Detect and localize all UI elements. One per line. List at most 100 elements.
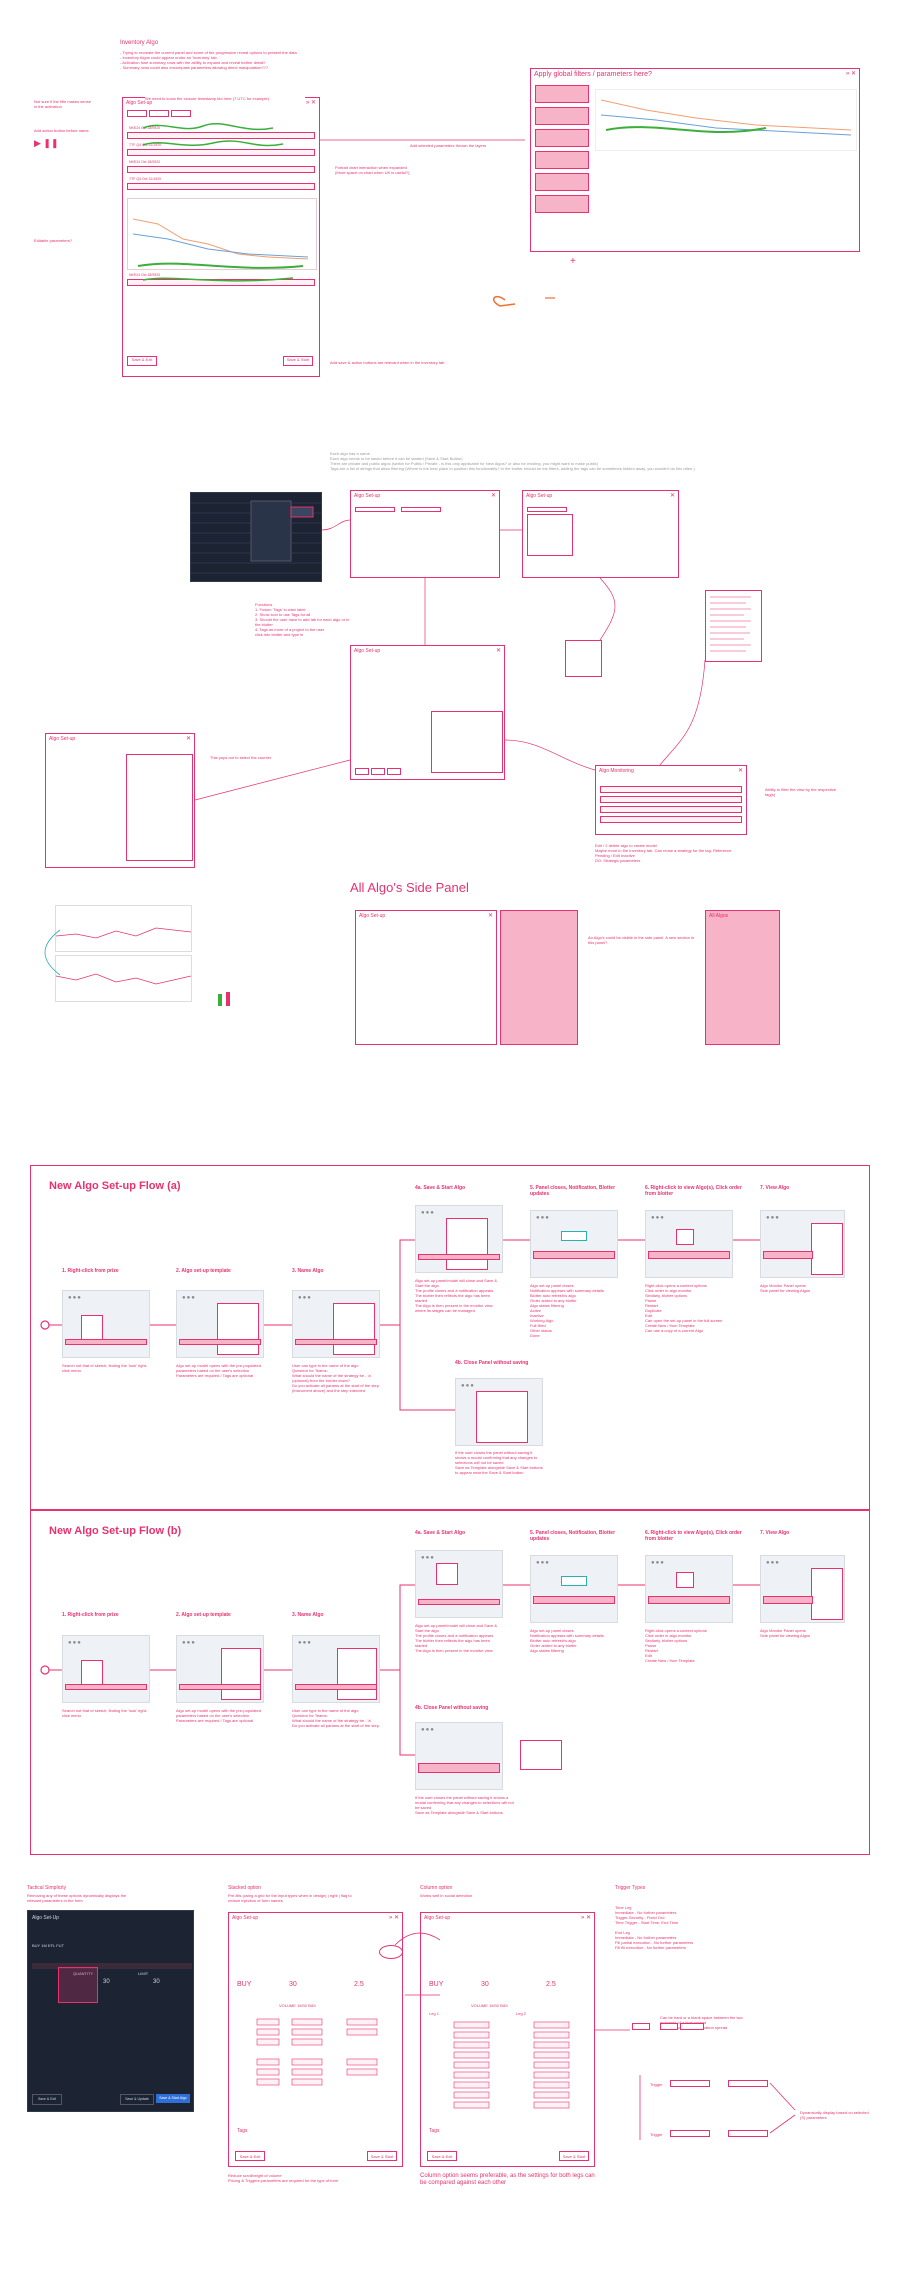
trigger-select-2[interactable]: [728, 2080, 768, 2087]
column-panel: Algo Set-up » ✕ BUY 30 2.5 VOLUME 15/02 …: [420, 1912, 595, 2167]
field-tags[interactable]: [527, 507, 567, 512]
close-icon[interactable]: » ✕: [388, 1915, 399, 1921]
stacked-tags[interactable]: Tags: [237, 2128, 248, 2134]
dark-pair: BUY 1M EFL FUT: [32, 1943, 65, 1948]
monitor-row-1[interactable]: [600, 796, 742, 803]
column-buy[interactable]: BUY: [429, 1981, 444, 1988]
tags-dropdown[interactable]: [527, 514, 573, 556]
step-a4a-title: 4a. Save & Start Algo: [415, 1185, 466, 1191]
note-save-buttons: Add save & action buttons are relevant w…: [330, 360, 445, 365]
summary-row-1[interactable]: [127, 149, 315, 156]
close-icon[interactable]: ✕: [495, 648, 501, 654]
column-qty[interactable]: 30: [481, 1981, 489, 1988]
close-icon[interactable]: ✕: [669, 493, 675, 499]
stacked-fields: [237, 2013, 397, 2123]
close-icon[interactable]: » ✕: [845, 71, 856, 77]
tag-list-dropdown[interactable]: [705, 590, 762, 662]
filter-row-5[interactable]: [535, 195, 589, 213]
algo-monitoring-title: Algo Monitoring: [599, 768, 634, 774]
step-a2-thumb: ●●●: [176, 1290, 264, 1358]
candle-icon: [215, 990, 235, 1010]
filter-row-1[interactable]: [535, 107, 589, 125]
dark-save-exit[interactable]: Save & Exit: [32, 2094, 62, 2105]
inventory-notes: - Trying to recreate the current panel a…: [120, 50, 297, 70]
algo-setup-title: Algo Set-up: [354, 493, 381, 499]
trigger-select-4[interactable]: [728, 2130, 768, 2137]
note-title-activation: Not sure if the title makes sense in the…: [34, 99, 91, 109]
filter-row-4[interactable]: [535, 173, 589, 191]
trigger-chip-2[interactable]: [660, 2023, 678, 2030]
step-a7-thumb: ●●●: [760, 1210, 845, 1278]
global-filters-title: Apply global filters / parameters here?: [534, 71, 652, 78]
column-save-exit[interactable]: Save & Exit: [427, 2151, 457, 2161]
action-button-3[interactable]: [387, 768, 401, 775]
col3-note: Works well in social detection: [420, 1893, 473, 1898]
trigger-select-3[interactable]: [670, 2130, 710, 2137]
step-b7-title: 7. View Algo: [760, 1530, 790, 1536]
trigger-select-1[interactable]: [670, 2080, 710, 2087]
flow-b-section: New Algo Set-up Flow (b): [30, 1510, 870, 1855]
trigger-chip-3[interactable]: [680, 2023, 704, 2030]
plus-icon: +: [570, 256, 576, 267]
close-icon[interactable]: ✕: [737, 768, 743, 774]
inventory-heading: Inventory Algo: [120, 40, 159, 46]
monitor-row-3[interactable]: [600, 816, 742, 823]
step-b5-title: 5. Panel closes, Notification, Blotter u…: [530, 1530, 616, 1542]
action-button-2[interactable]: [371, 768, 385, 775]
summary-row-2[interactable]: [127, 166, 315, 173]
tab-3[interactable]: [171, 110, 191, 117]
dynamic-note: Dynamically display based on selected (S…: [800, 2110, 869, 2120]
save-start-button[interactable]: Save & Start: [283, 356, 313, 366]
summary-row-3[interactable]: [127, 183, 315, 190]
close-icon[interactable]: ✕: [185, 736, 191, 742]
close-icon[interactable]: ✕: [487, 913, 493, 919]
dark-qty-label: QUANTITY: [73, 1971, 94, 1976]
flow-a-title: New Algo Set-up Flow (a): [49, 1180, 181, 1192]
step-b4b-title: 4b. Close Panel without saving: [415, 1705, 489, 1711]
dark-limit[interactable]: 30: [153, 1979, 160, 1985]
step-a4a-desc: Algo set-up panel/model will close and S…: [415, 1278, 498, 1313]
step-b3-desc: User can type in the name of the algo Qu…: [292, 1708, 379, 1728]
stacked-panel: Algo Set-up » ✕ BUY 30 2.5 VOLUME 15/02 …: [228, 1912, 403, 2167]
step-b2-desc: Algo set-up model opens with the pre-pop…: [176, 1708, 261, 1723]
monitor-row-0[interactable]: [600, 786, 742, 793]
counter-panel: [126, 754, 193, 861]
algo-monitoring-window: Algo Monitoring ✕: [595, 765, 747, 835]
close-icon[interactable]: » ✕: [580, 1915, 591, 1921]
summary-row-0[interactable]: [127, 132, 315, 139]
field-instrument[interactable]: [401, 507, 441, 512]
step-a1-thumb: ●●●: [62, 1290, 150, 1358]
stacked-buy[interactable]: BUY: [237, 1981, 252, 1988]
stacked-save-start[interactable]: Save & Start: [367, 2151, 397, 2161]
dark-qty[interactable]: 30: [103, 1979, 110, 1985]
dark-save-update[interactable]: Save & Update: [120, 2094, 154, 2105]
column-save-start[interactable]: Save & Start: [559, 2151, 589, 2161]
field-name[interactable]: [355, 507, 395, 512]
param-panel: [431, 711, 503, 773]
note-portrait-chart: Portrait chart interaction when expanded…: [335, 165, 410, 175]
save-exit-button[interactable]: Save & Exit: [127, 356, 157, 366]
tab-2[interactable]: [149, 110, 169, 117]
stacked-save-exit[interactable]: Save & Exit: [235, 2151, 265, 2161]
algo-window-title: Algo Set-up: [126, 100, 153, 106]
close-icon[interactable]: » ✕: [305, 100, 316, 106]
dark-save-start[interactable]: Save & Start Algo: [156, 2094, 190, 2103]
trigger-chip-1[interactable]: [632, 2023, 650, 2030]
column-spread[interactable]: 2.5: [546, 1981, 556, 1988]
column-tags[interactable]: Tags: [429, 2128, 440, 2134]
filter-row-0[interactable]: [535, 85, 589, 103]
step-b2-title: 2. Algo set-up template: [176, 1612, 231, 1618]
filter-row-3[interactable]: [535, 151, 589, 169]
close-icon[interactable]: ✕: [490, 493, 496, 499]
summary-row-4[interactable]: [127, 279, 315, 286]
stacked-qty[interactable]: 30: [289, 1981, 297, 1988]
step-b1-title: 1. Right-click from prize: [62, 1612, 119, 1618]
step-a3-thumb: ●●●: [292, 1290, 380, 1358]
step-a6-desc: Right-click opens a context options Clic…: [645, 1283, 723, 1333]
context-menu[interactable]: [565, 640, 602, 677]
monitor-row-2[interactable]: [600, 806, 742, 813]
action-button-1[interactable]: [355, 768, 369, 775]
stacked-spread[interactable]: 2.5: [354, 1981, 364, 1988]
tab-1[interactable]: [127, 110, 147, 117]
filter-row-2[interactable]: [535, 129, 589, 147]
